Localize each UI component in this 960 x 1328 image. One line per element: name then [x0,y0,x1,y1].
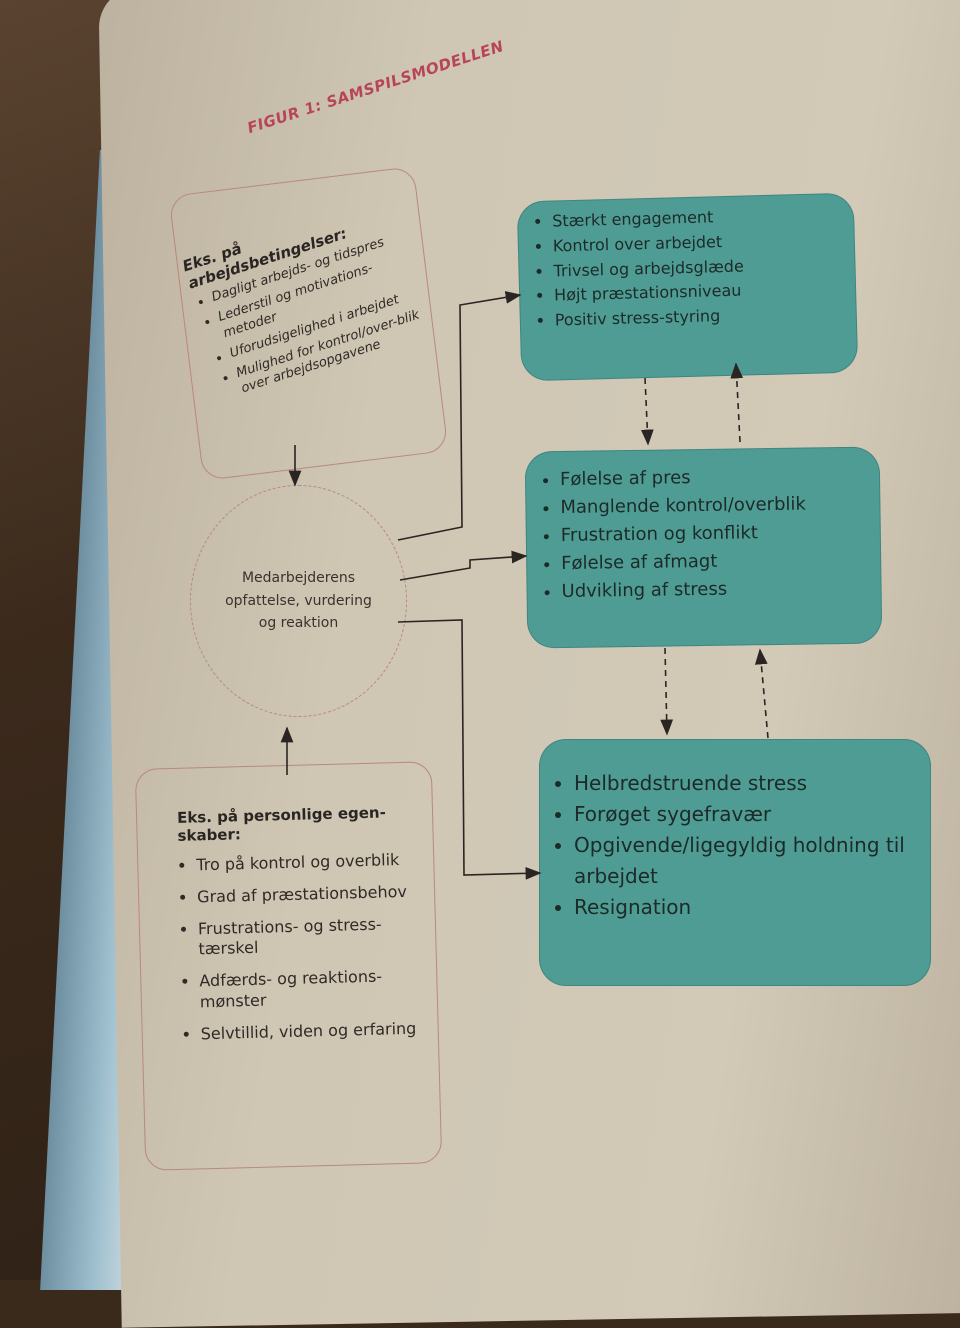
severe-outcome-box: Helbredstruende stress Forøget sygefravæ… [540,740,930,985]
list-item: Forøget sygefravær [574,799,930,830]
list-item: Opgivende/ligegyldig holdning til arbejd… [574,830,930,892]
center-label-line: Medarbejderens [241,570,356,587]
arrow-center-to-stress [399,550,528,581]
center-label-line: og reaktion [258,615,339,632]
center-label-line: opfattelse, vurdering [225,592,372,609]
arrow-center-to-positive [397,291,522,541]
list-item: Helbredstruende stress [574,768,930,799]
list-item: Resignation [574,892,930,923]
arrow-center-to-severe [397,619,542,880]
dashed-arrow-up-1 [730,362,744,443]
connector-arrows [280,291,769,880]
dashed-arrow-up-2 [754,648,769,739]
dashed-arrow-down-2 [660,647,674,736]
dashed-arrow-down-1 [640,377,654,446]
